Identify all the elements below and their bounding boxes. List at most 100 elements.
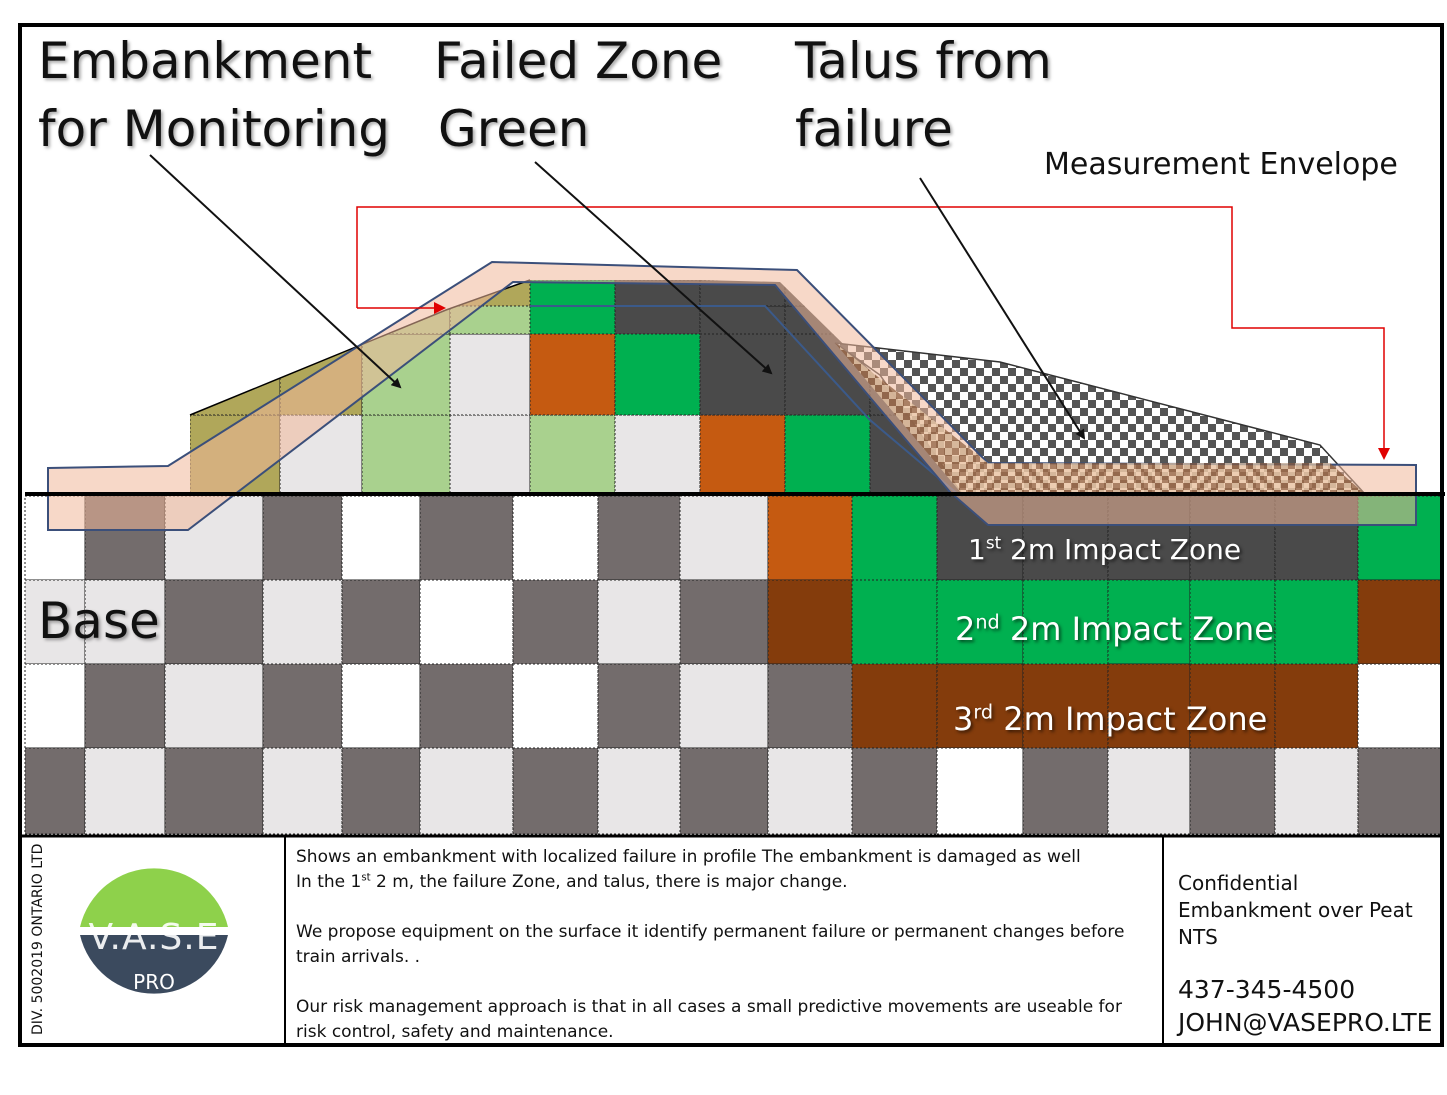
description-line-1: Shows an embankment with localized failu… xyxy=(296,847,1081,867)
base-cell xyxy=(1357,663,1443,749)
description-line-2: In the 1st 2 m, the failure Zone, and ta… xyxy=(296,872,848,892)
base-cell xyxy=(1189,579,1276,665)
talus-pointer-arrow xyxy=(919,177,1086,440)
base-cell xyxy=(341,747,421,835)
logo-name: V.A.S.E xyxy=(88,917,220,958)
base-cell xyxy=(1189,663,1276,749)
failed-zone-outline xyxy=(530,305,961,497)
base-cell xyxy=(597,579,681,665)
embankment-label-line1: Embankment xyxy=(38,32,373,90)
measurement-envelope-label: Measurement Envelope xyxy=(1044,147,1398,182)
project-info: Confidential Embankment over Peat NTS xyxy=(1178,870,1438,951)
failed-zone-label-line2: Green xyxy=(438,100,590,158)
base-cell xyxy=(851,495,938,581)
base-cell xyxy=(767,495,853,581)
base-cell xyxy=(164,747,264,835)
base-cell xyxy=(936,747,1024,835)
base-label: Base xyxy=(38,592,160,650)
embankment-cell xyxy=(784,414,871,496)
scale-label: NTS xyxy=(1178,925,1218,949)
base-cell xyxy=(24,747,86,835)
base-cell xyxy=(767,579,853,665)
base-cell xyxy=(341,579,421,665)
project-title: Embankment over Peat xyxy=(1178,898,1413,922)
base-cell xyxy=(936,663,1024,749)
talus-label-line1: Talus from xyxy=(795,32,1052,90)
embankment-label-line2: for Monitoring xyxy=(38,100,391,158)
base-cell xyxy=(1189,747,1276,835)
embankment-cell xyxy=(614,414,701,496)
embankment-cell xyxy=(190,280,281,307)
base-cell xyxy=(164,663,264,749)
impact-zone-1-label: 1st 2m Impact Zone xyxy=(968,532,1242,566)
base-cell xyxy=(84,579,166,665)
embankment-cell xyxy=(279,305,363,335)
base-cell xyxy=(679,747,769,835)
base-cell xyxy=(851,747,938,835)
contact-info: 437-345-4500 JOHN@VASEPRO.LTE xyxy=(1178,973,1438,1039)
logo-sub: PRO xyxy=(133,970,175,994)
impact-zone-3-label: 3rd 2m Impact Zone xyxy=(953,700,1268,738)
base-cell xyxy=(262,663,343,749)
base-cell xyxy=(1107,579,1191,665)
base-cell xyxy=(851,579,938,665)
base-cell xyxy=(24,579,86,665)
embankment-cell xyxy=(614,305,701,335)
base-cell xyxy=(597,663,681,749)
confidential-label: Confidential xyxy=(1178,871,1299,895)
base-cell xyxy=(24,663,86,749)
base-cell xyxy=(1357,747,1443,835)
talus-label-line2: failure xyxy=(795,100,953,158)
measurement-envelope-band xyxy=(47,260,1417,531)
base-cell xyxy=(1274,747,1359,835)
embankment-cell xyxy=(699,414,786,496)
base-cell xyxy=(1274,663,1359,749)
embankment-cell xyxy=(614,333,701,416)
embankment-cell xyxy=(449,333,531,416)
description-text: Shows an embankment with localized failu… xyxy=(296,845,1156,1045)
base-cell xyxy=(1022,663,1109,749)
base-cell xyxy=(512,495,599,581)
phone-number: 437-345-4500 xyxy=(1178,975,1356,1004)
base-cell xyxy=(597,495,681,581)
drawing-frame xyxy=(18,23,1444,1047)
base-cell xyxy=(341,495,421,581)
base-cell xyxy=(262,579,343,665)
vase-logo xyxy=(80,868,228,994)
embankment-cell xyxy=(529,414,616,496)
embankment-cell xyxy=(869,280,960,307)
embankment-cell xyxy=(869,305,960,335)
embankment-cell xyxy=(279,280,363,307)
embankment-cell xyxy=(449,414,531,496)
envelope-bracket xyxy=(356,206,1390,460)
base-cell xyxy=(1022,579,1109,665)
base-cell xyxy=(164,579,264,665)
base-cell xyxy=(679,579,769,665)
base-cell xyxy=(1022,747,1109,835)
embankment-cell xyxy=(699,333,786,416)
envelope-talus-overlap xyxy=(835,343,1365,494)
base-cell xyxy=(84,663,166,749)
base-cell xyxy=(679,495,769,581)
base-cell xyxy=(84,747,166,835)
description-paragraph-3: Our risk management approach is that in … xyxy=(296,997,1122,1042)
base-cell xyxy=(419,747,514,835)
base-cell xyxy=(419,495,514,581)
base-cell xyxy=(851,663,938,749)
base-cell xyxy=(512,663,599,749)
base-cell xyxy=(936,579,1024,665)
base-cell xyxy=(262,747,343,835)
email-address: JOHN@VASEPRO.LTE xyxy=(1178,1008,1433,1037)
base-cell xyxy=(1274,579,1359,665)
failed-zone-pointer-arrow xyxy=(534,161,773,375)
base-cell xyxy=(512,579,599,665)
embankment-cell xyxy=(529,333,616,416)
base-cell xyxy=(512,747,599,835)
failed-zone-label-line1: Failed Zone xyxy=(434,32,723,90)
base-cell xyxy=(1357,579,1443,665)
base-cell xyxy=(597,747,681,835)
base-soil-grid xyxy=(24,495,1443,835)
base-cell xyxy=(1107,747,1191,835)
embankment-cell xyxy=(361,414,451,496)
